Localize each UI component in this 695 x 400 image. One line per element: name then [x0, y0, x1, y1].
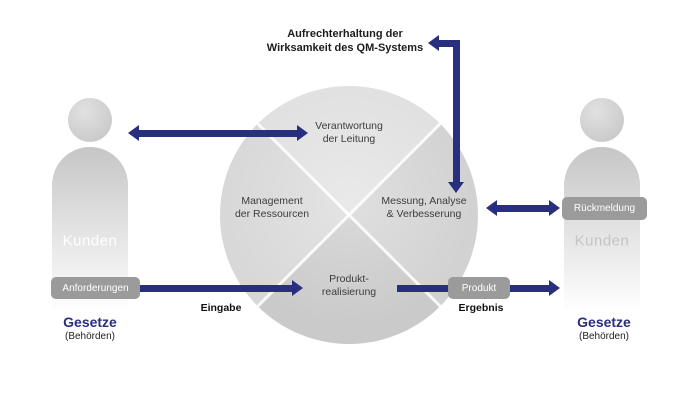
maintenance-label: Aufrechterhaltung der Wirksamkeit des QM…: [240, 28, 450, 55]
quadrant-top-line2: der Leitung: [322, 133, 376, 145]
person-icon-right: [580, 98, 624, 142]
input-flow-label: Eingabe: [200, 302, 242, 314]
quadrant-top-line1: Verantwortung: [315, 120, 383, 132]
output-arrow-head-icon: [549, 280, 560, 296]
quadrant-bottom-line1: Produkt-: [329, 273, 369, 285]
requirements-badge: Anforderungen: [51, 277, 140, 299]
output-flow-label: Ergebnis: [458, 302, 504, 314]
customer-label-right: Kunden: [574, 232, 630, 250]
quadrant-left-label: Management der Ressourcen: [235, 195, 309, 221]
quadrant-right-line1: Messung, Analyse: [381, 195, 467, 207]
quadrant-bottom-label: Produkt- realisierung: [322, 273, 376, 299]
quadrant-left-line1: Management: [241, 195, 303, 207]
leadership-arrow-head-left-icon: [128, 125, 139, 141]
law-label-left: Gesetze: [63, 314, 117, 330]
quadrant-right-line2: & Verbesserung: [386, 208, 462, 220]
product-badge: Produkt: [448, 277, 510, 299]
feedback-arrow-head-right-icon: [549, 200, 560, 216]
quadrant-bottom-line2: realisierung: [321, 286, 377, 298]
quadrant-left-line2: der Ressourcen: [234, 208, 310, 220]
person-icon-left: [68, 98, 112, 142]
maintenance-label-line1: Aufrechterhaltung der: [287, 28, 403, 40]
feedback-arrow-bar: [497, 204, 549, 212]
quadrant-right-label: Messung, Analyse & Verbesserung: [381, 195, 466, 221]
maintenance-label-line2: Wirksamkeit des QM-Systems: [266, 41, 424, 54]
qm-circle: [220, 86, 478, 344]
feedback-badge: Rückmeldung: [562, 197, 647, 220]
customer-label-left: Kunden: [62, 232, 118, 250]
person-body-right: [564, 147, 640, 312]
quadrant-top-label: Verantwortung der Leitung: [315, 120, 383, 146]
feedback-arrow-head-left-icon: [486, 200, 497, 216]
law-label-right: Gesetze: [577, 314, 631, 330]
law-sub-label-left: (Behörden): [64, 331, 116, 342]
law-sub-label-right: (Behörden): [578, 331, 630, 342]
